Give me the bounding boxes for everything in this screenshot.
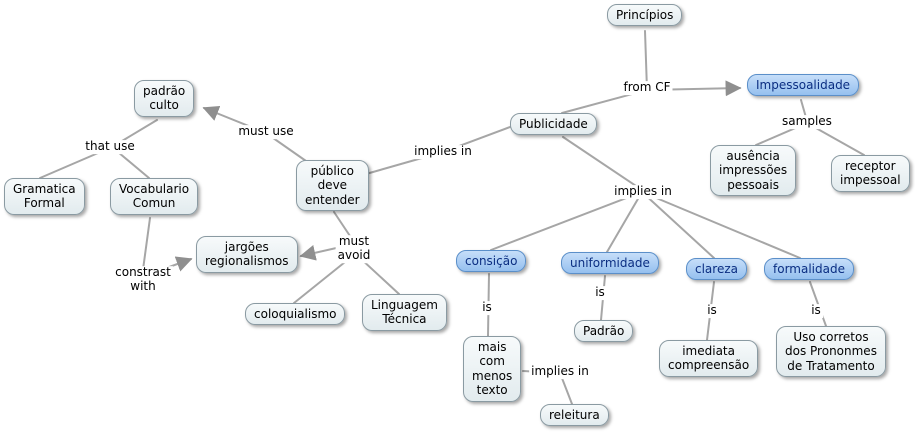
node-imediata-compreensao[interactable]: imediata compreensão [659,340,759,377]
node-uso-corretos-pronomes[interactable]: Uso corretos dos Prononmes de Tratamento [776,326,886,378]
node-padrao[interactable]: Padrão [574,320,634,343]
edge-mustavoid-linguagem [359,257,400,295]
link-label-implies-in-1[interactable]: implies in [412,144,474,159]
edge-impliesin2-clareza [641,191,715,259]
node-ausencia-impressoes-pessoais[interactable]: ausência impressões pessoais [710,145,797,197]
node-formalidade[interactable]: formalidade [764,258,854,281]
edge-principios-fromcf [644,30,648,91]
link-label-is-formalidade[interactable]: is [809,303,823,318]
edge-impliesin2-consicao [490,191,643,251]
edge-impliesin2-formalidade [641,191,801,259]
link-label-is-clareza[interactable]: is [705,303,719,318]
node-linguagem-tecnica[interactable]: Linguagem Técnica [362,294,447,331]
link-label-from-cf[interactable]: from CF [621,80,673,95]
node-impessoalidade[interactable]: Impessoalidade [747,74,860,97]
edge-publicidade-impliesin2 [562,136,643,191]
node-consicao[interactable]: consição [456,250,527,273]
node-clareza[interactable]: clareza [686,258,747,281]
node-publicidade[interactable]: Publicidade [510,113,597,136]
link-label-implies-in-3[interactable]: implies in [529,364,591,379]
node-publico-deve-entender[interactable]: público deve entender [296,160,369,212]
node-uniformidade[interactable]: uniformidade [561,252,659,275]
link-label-constrast-with[interactable]: constrast with [113,265,173,294]
edge-mustavoid-coloquialismo [293,257,351,304]
link-label-that-use[interactable]: that use [83,139,137,154]
node-receptor-impessoal[interactable]: receptor impessoal [831,155,910,192]
node-gramatica-formal[interactable]: Gramatica Formal [4,178,85,215]
node-jargoes-regionalismos[interactable]: jargões regionalismos [196,236,298,273]
link-label-implies-in-2[interactable]: implies in [612,184,674,199]
link-label-must-use[interactable]: must use [236,124,296,139]
node-padrao-culto[interactable]: padrão culto [134,80,195,117]
node-vocabulario-comun[interactable]: Vocabulario Comun [110,178,199,215]
node-coloquialismo[interactable]: coloquialismo [245,303,346,326]
link-label-is-uniformidade[interactable]: is [593,285,607,300]
edge-impliesin2-uniformidade [606,191,643,253]
link-label-must-avoid[interactable]: must avoid [335,234,373,263]
edge-formalidade-usocorretos [809,281,827,327]
link-label-samples[interactable]: samples [780,114,834,129]
link-label-is-consicao[interactable]: is [480,300,494,315]
node-principios[interactable]: Princípios [607,4,683,27]
node-mais-com-menos-texto[interactable]: mais com menos texto [463,336,522,402]
node-releitura[interactable]: releitura [540,404,609,427]
